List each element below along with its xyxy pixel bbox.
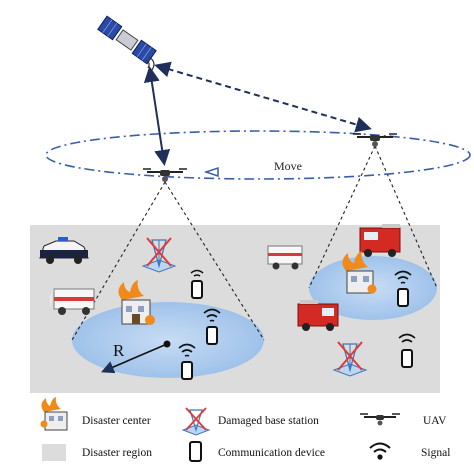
orbit-direction-arrow: [203, 166, 219, 178]
device-with-signal-3: [178, 343, 196, 380]
legend-disaster-region-label: Disaster region: [82, 447, 152, 459]
satellite-signal-icon: [145, 56, 155, 71]
device-with-signal-1: [190, 269, 204, 299]
move-label: Move: [274, 159, 302, 173]
uav-right-icon: [353, 133, 397, 147]
legend-communication-device-label: Communication device: [218, 447, 325, 459]
legend-damaged-base-station-label: Damaged base station: [218, 415, 319, 427]
uav-orbit-path: [45, 130, 471, 180]
device-with-signal-4: [394, 270, 412, 307]
disaster-center-left-icon: [118, 280, 155, 325]
coverage-center-dot: [163, 340, 171, 348]
coverage-cone-right: [308, 145, 438, 289]
legend-signal-label: Signal: [421, 447, 450, 459]
legend-uav-icon: [360, 413, 400, 426]
legend-signal-icon: [369, 442, 391, 460]
legend-damaged-base-station-icon: [181, 407, 211, 436]
fire-truck-bottom-icon: [297, 300, 339, 331]
fire-truck-top-icon: [359, 224, 401, 257]
damaged-base-station-bottom-icon: [332, 341, 368, 377]
satellite-uav-link-dashed: [154, 61, 372, 133]
legend-communication-device-icon: [189, 441, 202, 462]
coverage-area-left: [72, 302, 264, 378]
radius-label: R: [113, 341, 125, 360]
satellite-icon: [97, 15, 157, 65]
legend-uav-label: UAV: [423, 415, 447, 427]
disaster-center-right-icon: [342, 251, 377, 294]
satellite-uav-link-solid: [143, 66, 171, 166]
radius-arrow: [101, 343, 168, 374]
ambulance-left-icon: [50, 288, 95, 315]
damaged-base-station-top-icon: [141, 237, 177, 273]
ambulance-right-icon: [267, 245, 303, 270]
uav-left-icon: [143, 168, 187, 182]
device-with-signal-2: [203, 308, 221, 345]
device-with-signal-5: [398, 333, 416, 368]
legend: Disaster center Damaged base station UAV…: [40, 397, 450, 462]
legend-disaster-center-icon: [40, 397, 68, 431]
police-car-icon: [39, 237, 89, 264]
legend-disaster-region-swatch: [42, 444, 66, 461]
legend-disaster-center-label: Disaster center: [82, 415, 151, 427]
